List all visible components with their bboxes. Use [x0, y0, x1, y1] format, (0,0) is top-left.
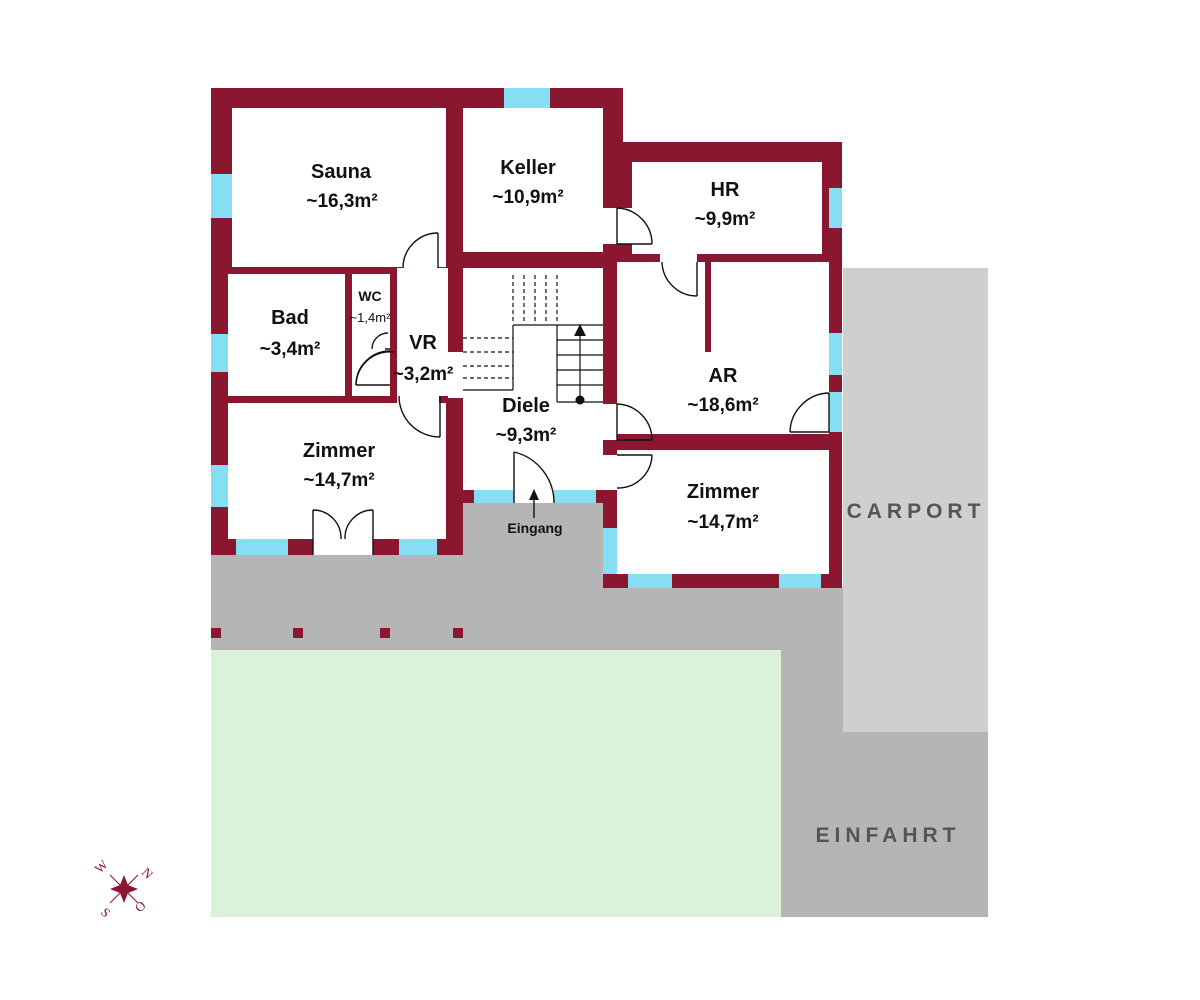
- room-name-diele: Diele: [502, 395, 550, 417]
- room-name-sauna: Sauna: [311, 161, 372, 183]
- windows: [211, 88, 842, 588]
- entrance-arrow: [529, 489, 539, 518]
- carport-label: CARPORT: [847, 500, 986, 523]
- room-area-keller: ~10,9m²: [492, 187, 563, 208]
- room-name-hr: HR: [711, 179, 740, 201]
- compass-south: S: [98, 905, 114, 921]
- room-area-bad: ~3,4m²: [260, 339, 321, 360]
- room-name-zimmer-left: Zimmer: [303, 440, 375, 462]
- room-area-hr: ~9,9m²: [695, 209, 756, 230]
- room-name-keller: Keller: [500, 157, 556, 179]
- compass-west: W: [92, 856, 112, 876]
- room-area-zimmer-left: ~14,7m²: [303, 470, 374, 491]
- room-name-wc: WC: [358, 288, 381, 304]
- room-area-vr: ~3,2m²: [393, 364, 454, 385]
- room-name-zimmer-right: Zimmer: [687, 481, 759, 503]
- interior-walls: [345, 262, 829, 442]
- carport-area: [843, 268, 988, 732]
- room-name-bad: Bad: [271, 307, 309, 329]
- compass-rose: W N S O: [92, 856, 157, 920]
- room-area-ar: ~18,6m²: [687, 395, 758, 416]
- compass-north: N: [139, 865, 157, 883]
- paving-area: [211, 503, 988, 917]
- staircase: [463, 275, 603, 405]
- room-area-zimmer-right: ~14,7m²: [687, 512, 758, 533]
- room-area-wc: ~1,4m²: [350, 310, 391, 325]
- room-area-diele: ~9,3m²: [496, 425, 557, 446]
- entrance-label: Eingang: [507, 520, 562, 536]
- room-name-ar: AR: [709, 365, 738, 387]
- terrace-posts: [211, 628, 463, 638]
- garden-area: [211, 650, 781, 917]
- driveway-label: EINFAHRT: [816, 824, 961, 847]
- compass-east: O: [132, 898, 149, 915]
- room-area-sauna: ~16,3m²: [306, 191, 377, 212]
- room-labels: Sauna ~16,3m² Keller ~10,9m² HR ~9,9m² B…: [260, 157, 760, 536]
- room-name-vr: VR: [409, 332, 437, 354]
- doors: [312, 207, 830, 555]
